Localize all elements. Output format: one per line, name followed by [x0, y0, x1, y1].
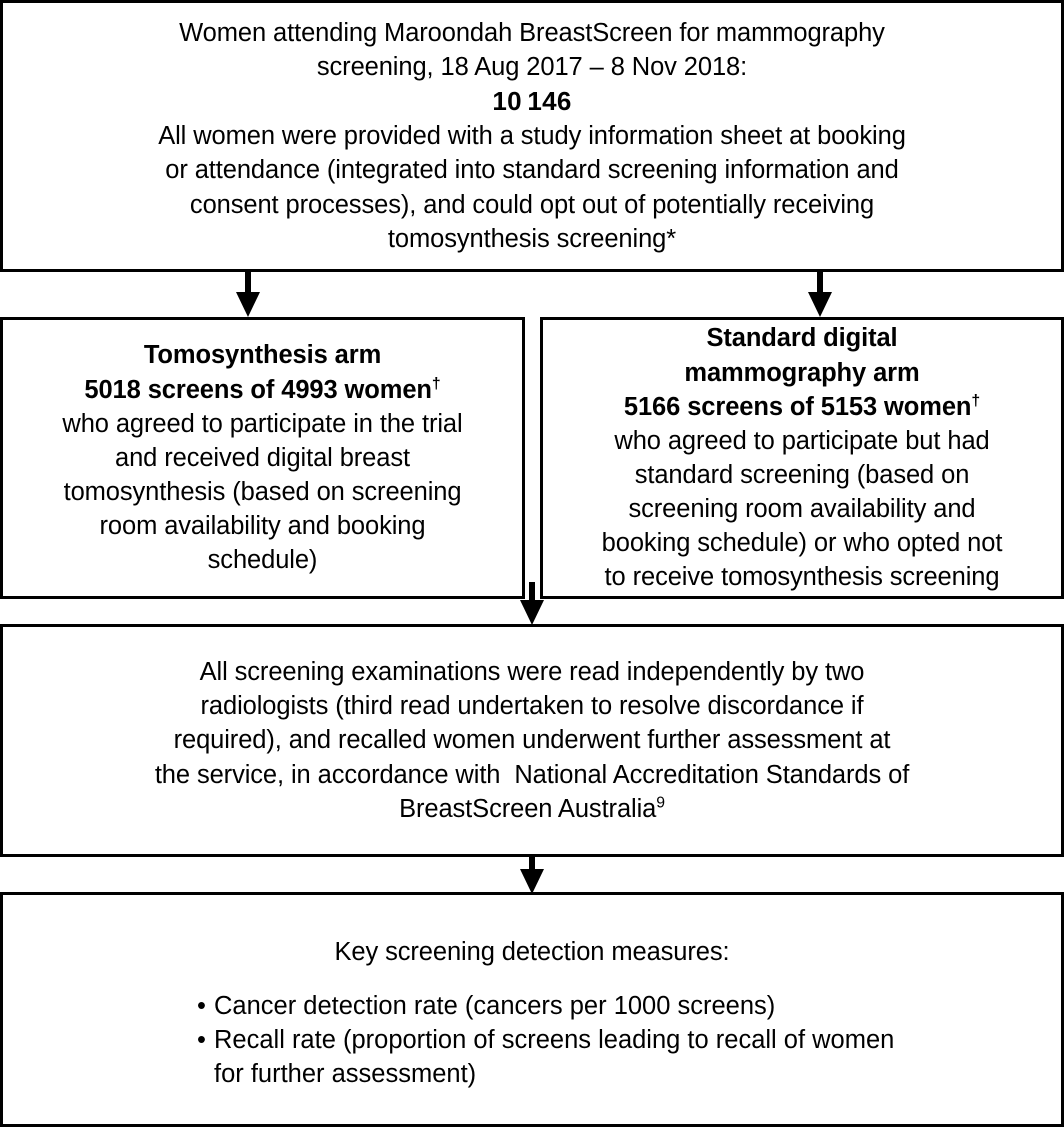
tomosynthesis-arm-body-4: room availability and booking	[99, 512, 426, 541]
enrolment-box: Women attending Maroondah BreastScreen f…	[0, 0, 1064, 272]
standard-arm-heading-1: Standard digital	[706, 324, 898, 353]
standard-arm-counts: 5166 screens of 5153 women†	[624, 390, 980, 424]
tomosynthesis-arm-heading: Tomosynthesis arm	[143, 341, 382, 370]
reading-line-1: All screening examinations were read ind…	[199, 658, 865, 687]
enrolment-line-5: consent processes), and could opt out of…	[189, 190, 875, 219]
tomosynthesis-arm-counts: 5018 screens of 4993 women†	[84, 373, 440, 407]
tomosynthesis-arm-counts-text: 5018 screens of 4993 women	[84, 375, 432, 404]
standard-arm-body-3: screening room availability and	[628, 495, 976, 524]
arrow-enrolment-to-standard	[805, 272, 835, 318]
key-measures-box: Key screening detection measures: • Canc…	[0, 892, 1064, 1127]
tomosynthesis-arm-body-5: schedule)	[207, 546, 318, 575]
arrow-arms-to-reading	[517, 582, 547, 626]
tomosynthesis-arm-body-1: who agreed to participate in the trial	[62, 409, 463, 438]
standard-arm-body-1: who agreed to participate but had	[614, 426, 990, 455]
arrow-reading-to-measures	[517, 855, 547, 895]
bullet-icon: •	[197, 992, 206, 1021]
standard-arm-body-2: standard screening (based on	[634, 461, 970, 489]
enrolment-line-3: All women were provided with a study inf…	[158, 122, 906, 151]
list-item: • Recall rate (proportion of screens lea…	[197, 1023, 914, 1091]
enrolment-line-6: tomosynthesis screening*	[387, 224, 677, 253]
enrolment-line-1: Women attending Maroondah BreastScreen f…	[179, 19, 885, 48]
standard-arm-box: Standard digital mammography arm 5166 sc…	[540, 317, 1064, 599]
reading-line-5: BreastScreen Australia9	[399, 792, 665, 826]
tomosynthesis-arm-box: Tomosynthesis arm 5018 screens of 4993 w…	[0, 317, 525, 599]
standard-arm-dagger: †	[971, 392, 981, 410]
key-measures-list: • Cancer detection rate (cancers per 100…	[29, 989, 1035, 1091]
standard-arm-counts-text: 5166 screens of 5153 women	[623, 392, 972, 421]
enrolment-line-2: screening, 18 Aug 2017 – 8 Nov 2018:	[316, 53, 748, 82]
key-measure-cancer-detection-rate: Cancer detection rate (cancers per 1000 …	[214, 992, 776, 1021]
enrolment-count: 10 146	[492, 86, 572, 117]
arrow-enrolment-to-tomosynthesis	[233, 272, 263, 318]
reading-reference-marker: 9	[656, 794, 665, 812]
tomosynthesis-arm-dagger: †	[431, 375, 441, 393]
reading-line-4: the service, in accordance with National…	[154, 760, 910, 789]
list-item: • Cancer detection rate (cancers per 100…	[197, 989, 775, 1023]
tomosynthesis-arm-body-2: and received digital breast	[115, 443, 410, 472]
reading-line-2: radiologists (third read undertaken to r…	[200, 692, 864, 721]
reading-assessment-box: All screening examinations were read ind…	[0, 624, 1064, 857]
standard-arm-body-5: to receive tomosynthesis screening	[604, 563, 1000, 592]
key-measure-recall-rate: Recall rate (proportion of screens leadi…	[214, 1026, 895, 1089]
standard-arm-heading-2: mammography arm	[684, 358, 920, 387]
tomosynthesis-arm-body-3: tomosynthesis (based on screening	[63, 478, 462, 507]
standard-arm-body-4: booking schedule) or who opted not	[601, 529, 1003, 558]
enrolment-line-4: or attendance (integrated into standard …	[165, 156, 899, 185]
key-measures-title: Key screening detection measures:	[334, 938, 730, 966]
reading-line-3: required), and recalled women underwent …	[173, 726, 891, 755]
bullet-icon: •	[197, 1026, 206, 1055]
reading-line-5-text: BreastScreen Australia	[399, 794, 657, 823]
